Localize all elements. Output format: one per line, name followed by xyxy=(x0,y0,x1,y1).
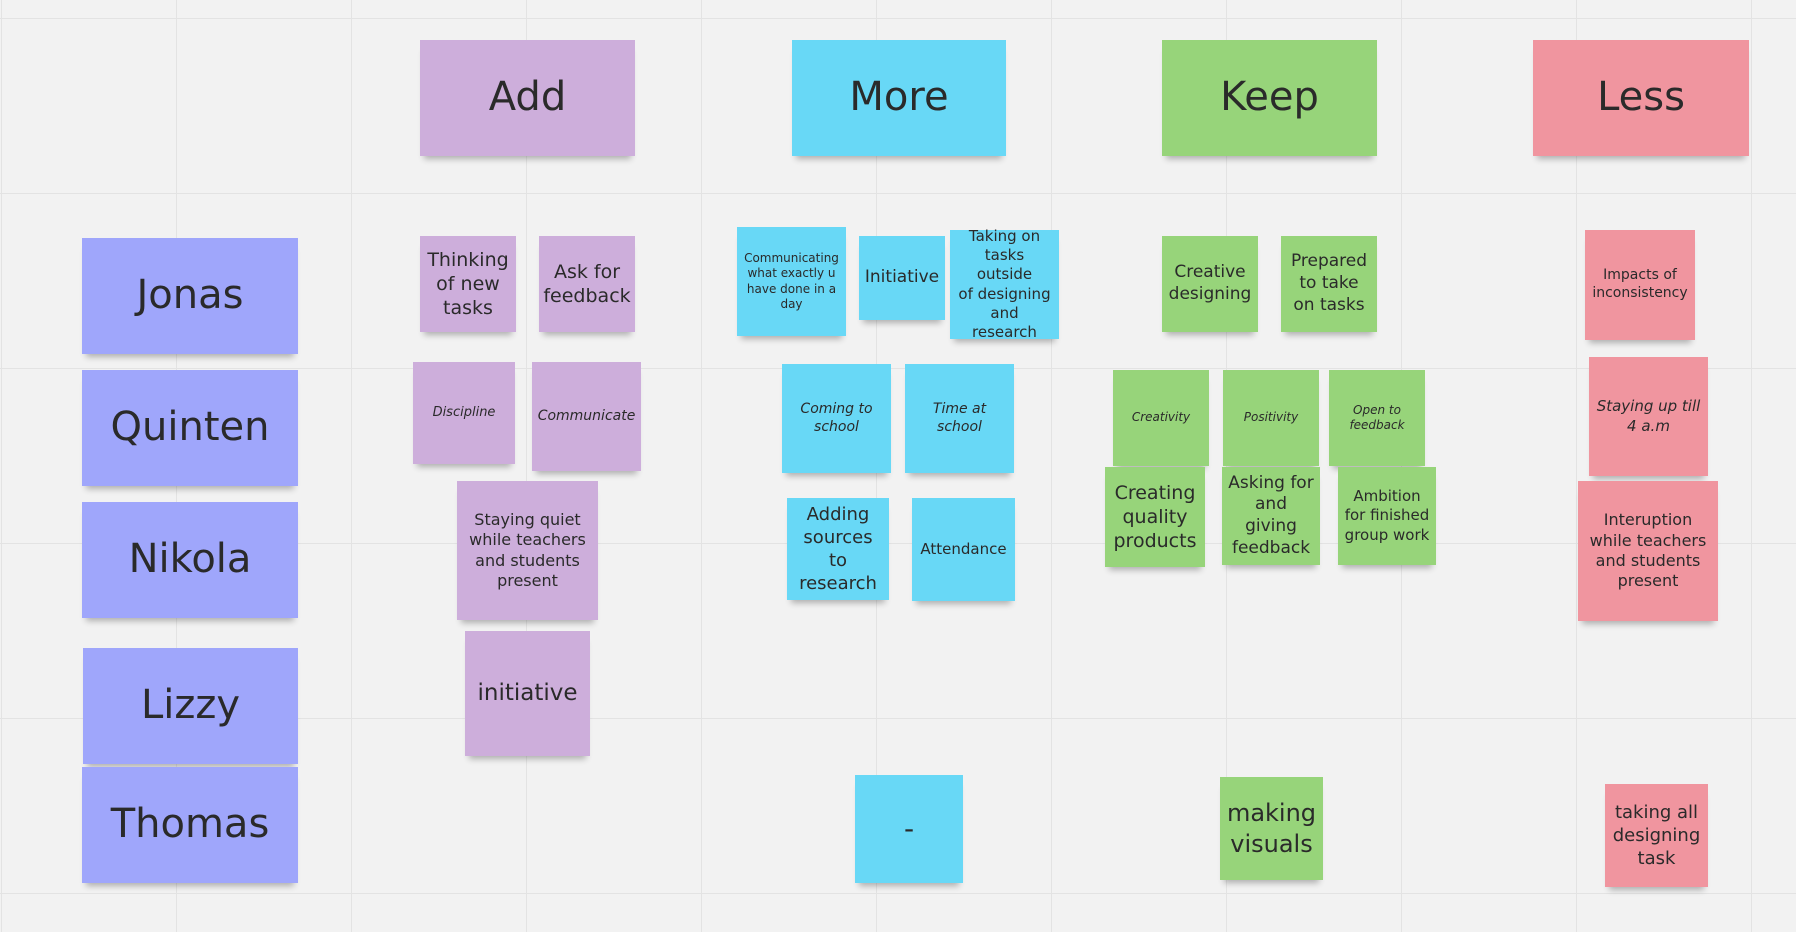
sticky-note-thinking-new-tasks[interactable]: Thinking of new tasks xyxy=(420,236,516,332)
sticky-note-communicating-daily-work[interactable]: Communicating what exactly u have done i… xyxy=(737,227,846,336)
column-header-less[interactable]: Less xyxy=(1533,40,1749,156)
sticky-note-impacts-inconsistency[interactable]: Impacts of inconsistency xyxy=(1585,230,1695,340)
sticky-note-positivity[interactable]: Positivity xyxy=(1223,370,1319,466)
person-note-lizzy[interactable]: Lizzy xyxy=(83,648,298,764)
sticky-note-time-at-school[interactable]: Time at school xyxy=(905,364,1014,473)
sticky-note-asking-giving-feedback[interactable]: Asking for and giving feedback xyxy=(1222,467,1320,565)
sticky-note-taking-all-designing[interactable]: taking all designing task xyxy=(1605,784,1708,887)
sticky-note-communicate[interactable]: Communicate xyxy=(532,362,641,471)
sticky-note-creating-quality-products[interactable]: Creating quality products xyxy=(1105,467,1205,567)
column-header-more[interactable]: More xyxy=(792,40,1006,156)
sticky-note-staying-quiet[interactable]: Staying quiet while teachers and student… xyxy=(457,481,598,620)
column-header-add[interactable]: Add xyxy=(420,40,635,156)
sticky-note-initiative-more[interactable]: Initiative xyxy=(859,236,945,320)
sticky-note-dash[interactable]: - xyxy=(855,775,963,883)
sticky-note-attendance[interactable]: Attendance xyxy=(912,498,1015,601)
sticky-note-making-visuals[interactable]: making visuals xyxy=(1220,777,1323,880)
sticky-note-prepared-tasks[interactable]: Prepared to take on tasks xyxy=(1281,236,1377,332)
column-header-keep[interactable]: Keep xyxy=(1162,40,1377,156)
sticky-note-adding-sources[interactable]: Adding sources to research xyxy=(787,498,889,600)
person-note-jonas[interactable]: Jonas xyxy=(82,238,298,354)
sticky-note-ambition-group-work[interactable]: Ambition for finished group work xyxy=(1338,467,1436,565)
person-note-quinten[interactable]: Quinten xyxy=(82,370,298,486)
sticky-note-open-to-feedback[interactable]: Open to feedback xyxy=(1329,370,1425,466)
sticky-note-discipline[interactable]: Discipline xyxy=(413,362,515,464)
sticky-note-staying-up-late[interactable]: Staying up till 4 a.m xyxy=(1589,357,1708,476)
sticky-note-coming-to-school[interactable]: Coming to school xyxy=(782,364,891,473)
sticky-note-taking-on-tasks[interactable]: Taking on tasks outside of designing and… xyxy=(950,227,1059,341)
sticky-note-creative-designing[interactable]: Creative designing xyxy=(1162,236,1258,332)
person-note-thomas[interactable]: Thomas xyxy=(82,767,298,883)
person-note-nikola[interactable]: Nikola xyxy=(82,502,298,618)
sticky-note-interuption[interactable]: Interuption while teachers and students … xyxy=(1578,481,1718,621)
sticky-note-creativity[interactable]: Creativity xyxy=(1113,370,1209,466)
sticky-note-initiative-add[interactable]: initiative xyxy=(465,631,590,756)
sticky-note-ask-for-feedback[interactable]: Ask for feedback xyxy=(539,236,635,332)
